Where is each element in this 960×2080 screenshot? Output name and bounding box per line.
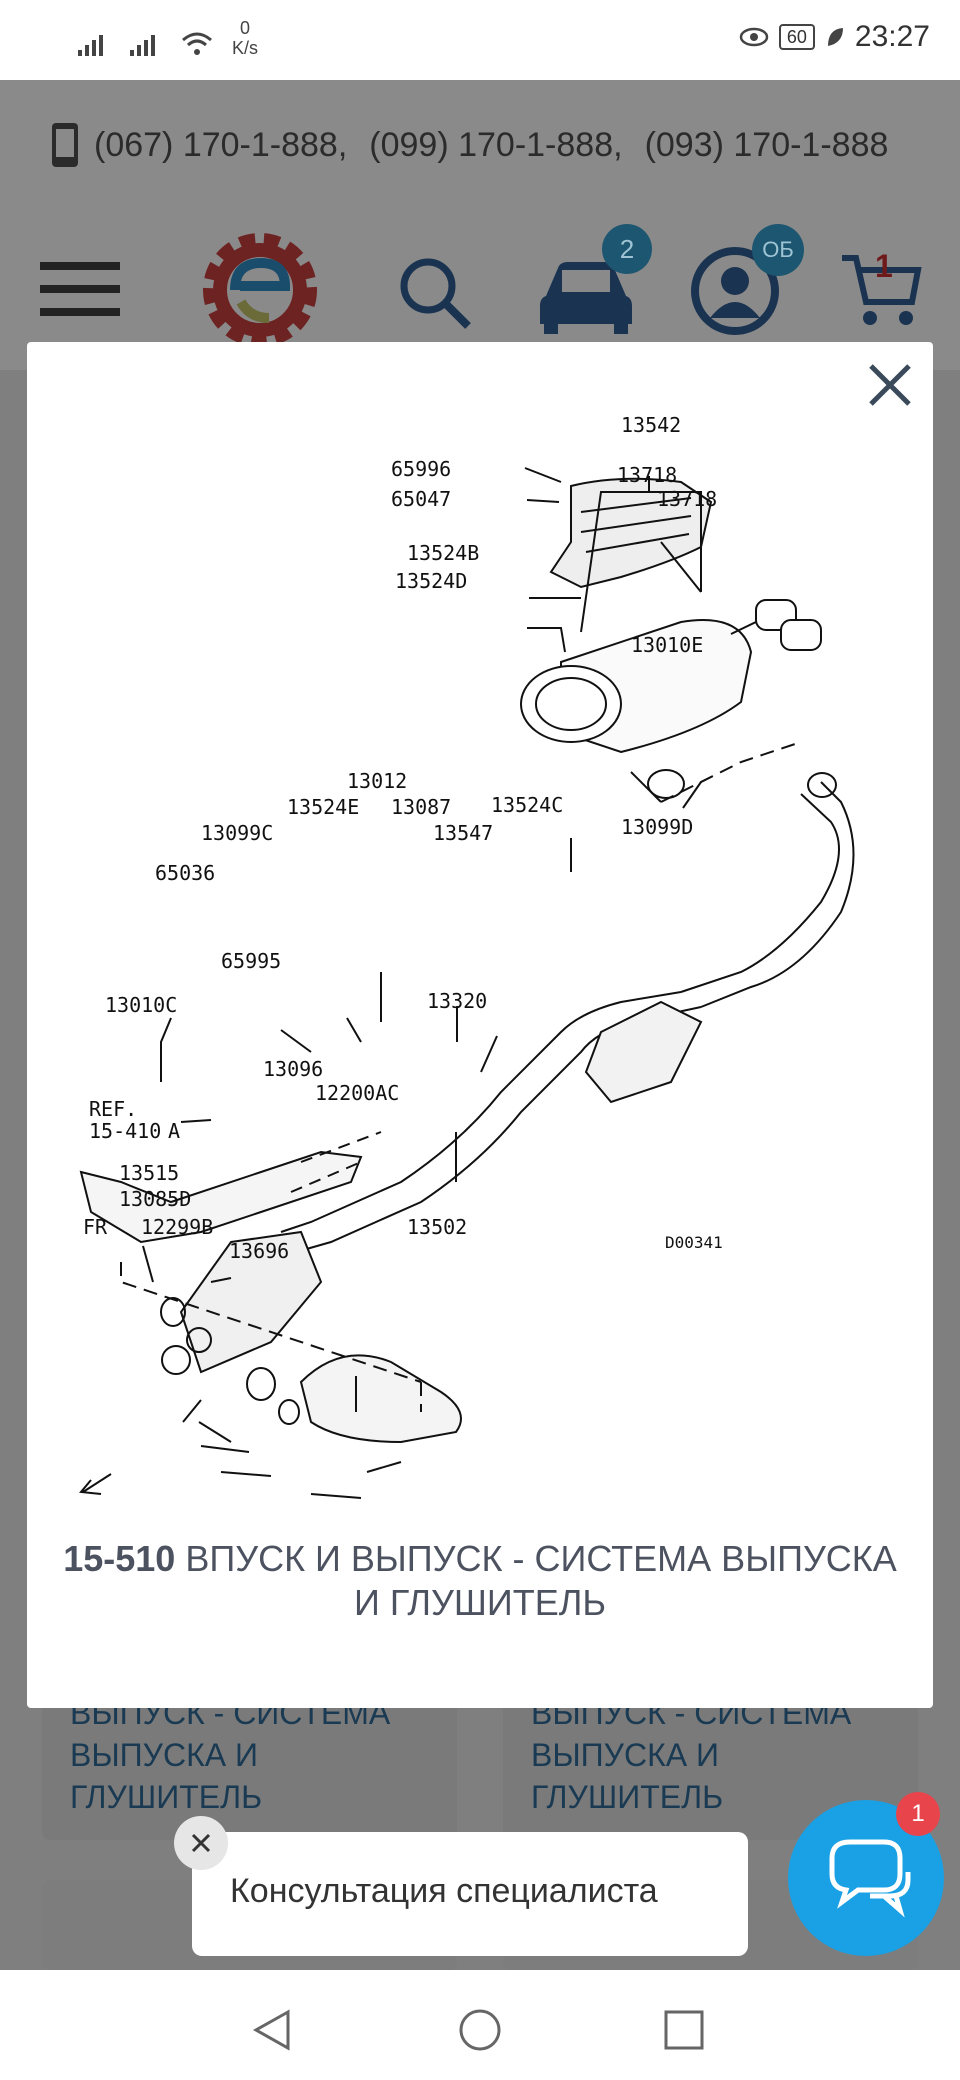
car-icon[interactable] xyxy=(538,258,634,334)
phone-icon xyxy=(52,123,78,167)
part-label: 13696 xyxy=(229,1239,289,1263)
caption-text: ВПУСК И ВЫПУСК - СИСТЕМА ВЫПУСКА И ГЛУШИ… xyxy=(185,1538,897,1623)
part-label: 13502 xyxy=(407,1215,467,1239)
phone-bar: (067) 170-1-888, (099) 170-1-888, (093) … xyxy=(0,80,960,210)
card-title-2: ВЫПУСКА И xyxy=(531,1737,719,1773)
part-label: 13012 xyxy=(347,769,407,793)
part-label: 13320 xyxy=(427,989,487,1013)
part-label: 65996 xyxy=(391,457,451,481)
back-icon[interactable] xyxy=(252,2008,292,2052)
caption-code: 15-510 xyxy=(63,1538,176,1579)
part-label: 13718 xyxy=(617,463,677,487)
recents-icon[interactable] xyxy=(664,2010,704,2050)
ref-label: 15-410 xyxy=(89,1119,161,1143)
search-icon[interactable] xyxy=(398,256,472,330)
chat-popup-close[interactable] xyxy=(174,1816,228,1870)
part-label: 65047 xyxy=(391,487,451,511)
image-modal: 65996 65047 13542 13718 13718 13524B 135… xyxy=(27,342,933,1708)
part-label: 13096 xyxy=(263,1057,323,1081)
garage-badge: 2 xyxy=(602,224,652,274)
part-label: 13010E xyxy=(631,633,703,657)
part-label: 13010C xyxy=(105,993,177,1017)
part-label: 65036 xyxy=(155,861,215,885)
ref-label: REF. xyxy=(89,1097,137,1121)
part-label: 13087 xyxy=(391,795,451,819)
part-label: 13524E xyxy=(287,795,359,819)
account-icon[interactable] xyxy=(690,246,780,336)
phone-number-3[interactable]: (093) 170-1-888 xyxy=(644,125,889,164)
cart-badge: 1 xyxy=(875,248,893,284)
part-label: 13547 xyxy=(433,821,493,845)
phone-number-2[interactable]: (099) 170-1-888, xyxy=(369,125,623,164)
site-logo-icon[interactable] xyxy=(195,228,325,353)
chat-badge: 1 xyxy=(896,1792,940,1836)
system-nav-bar xyxy=(0,1970,960,2080)
part-label: 13524C xyxy=(491,793,563,817)
diagram-caption: 15-510 ВПУСК И ВЫПУСК - СИСТЕМА ВЫПУСКА … xyxy=(47,1537,913,1625)
signal-icon-2 xyxy=(130,35,155,56)
menu-icon[interactable] xyxy=(40,260,120,318)
part-label: 12299B xyxy=(141,1215,213,1239)
chat-popup[interactable]: Консультация специалиста xyxy=(192,1832,748,1956)
leaf-icon xyxy=(827,28,843,46)
wifi-icon xyxy=(182,32,212,55)
eye-icon xyxy=(739,27,769,47)
part-label: 13542 xyxy=(621,413,681,437)
home-icon[interactable] xyxy=(458,2008,502,2052)
clock: 23:27 xyxy=(854,20,930,53)
card-title-3: ГЛУШИТЕЛЬ xyxy=(531,1779,724,1815)
battery-indicator: 60 xyxy=(778,24,815,50)
ref-marker: A xyxy=(168,1119,180,1143)
part-label: 13515 xyxy=(119,1161,179,1185)
part-label: 65995 xyxy=(221,949,281,973)
category-card[interactable]: ВЫПУСК - СИСТЕМА ВЫПУСКА И ГЛУШИТЕЛЬ xyxy=(42,1695,457,1840)
card-title-3: ГЛУШИТЕЛЬ xyxy=(70,1779,263,1815)
close-icon[interactable] xyxy=(863,358,917,412)
diagram-code: D00341 xyxy=(665,1233,723,1252)
signal-icon xyxy=(78,35,103,56)
part-label: 13099C xyxy=(201,821,273,845)
part-label: 13718 xyxy=(657,487,717,511)
part-label: 13524D xyxy=(395,569,467,593)
card-title-2: ВЫПУСКА И xyxy=(70,1737,258,1773)
account-badge: ОБ xyxy=(752,224,804,276)
cart-icon[interactable] xyxy=(840,250,922,330)
front-label: FR xyxy=(83,1215,108,1239)
part-label: 12200AC xyxy=(315,1081,399,1105)
part-label: 13524B xyxy=(407,541,479,565)
part-label: 13085D xyxy=(119,1187,191,1211)
close-icon xyxy=(191,1833,211,1853)
part-label: 13099D xyxy=(621,815,693,839)
chat-bubbles-icon xyxy=(829,1839,911,1918)
status-right: 60 23:27 xyxy=(739,20,930,54)
exhaust-diagram: 65996 65047 13542 13718 13718 13524B 135… xyxy=(79,413,855,1499)
chat-popup-text: Консультация специалиста xyxy=(230,1872,658,1910)
phone-number-1[interactable]: (067) 170-1-888, xyxy=(94,125,348,164)
